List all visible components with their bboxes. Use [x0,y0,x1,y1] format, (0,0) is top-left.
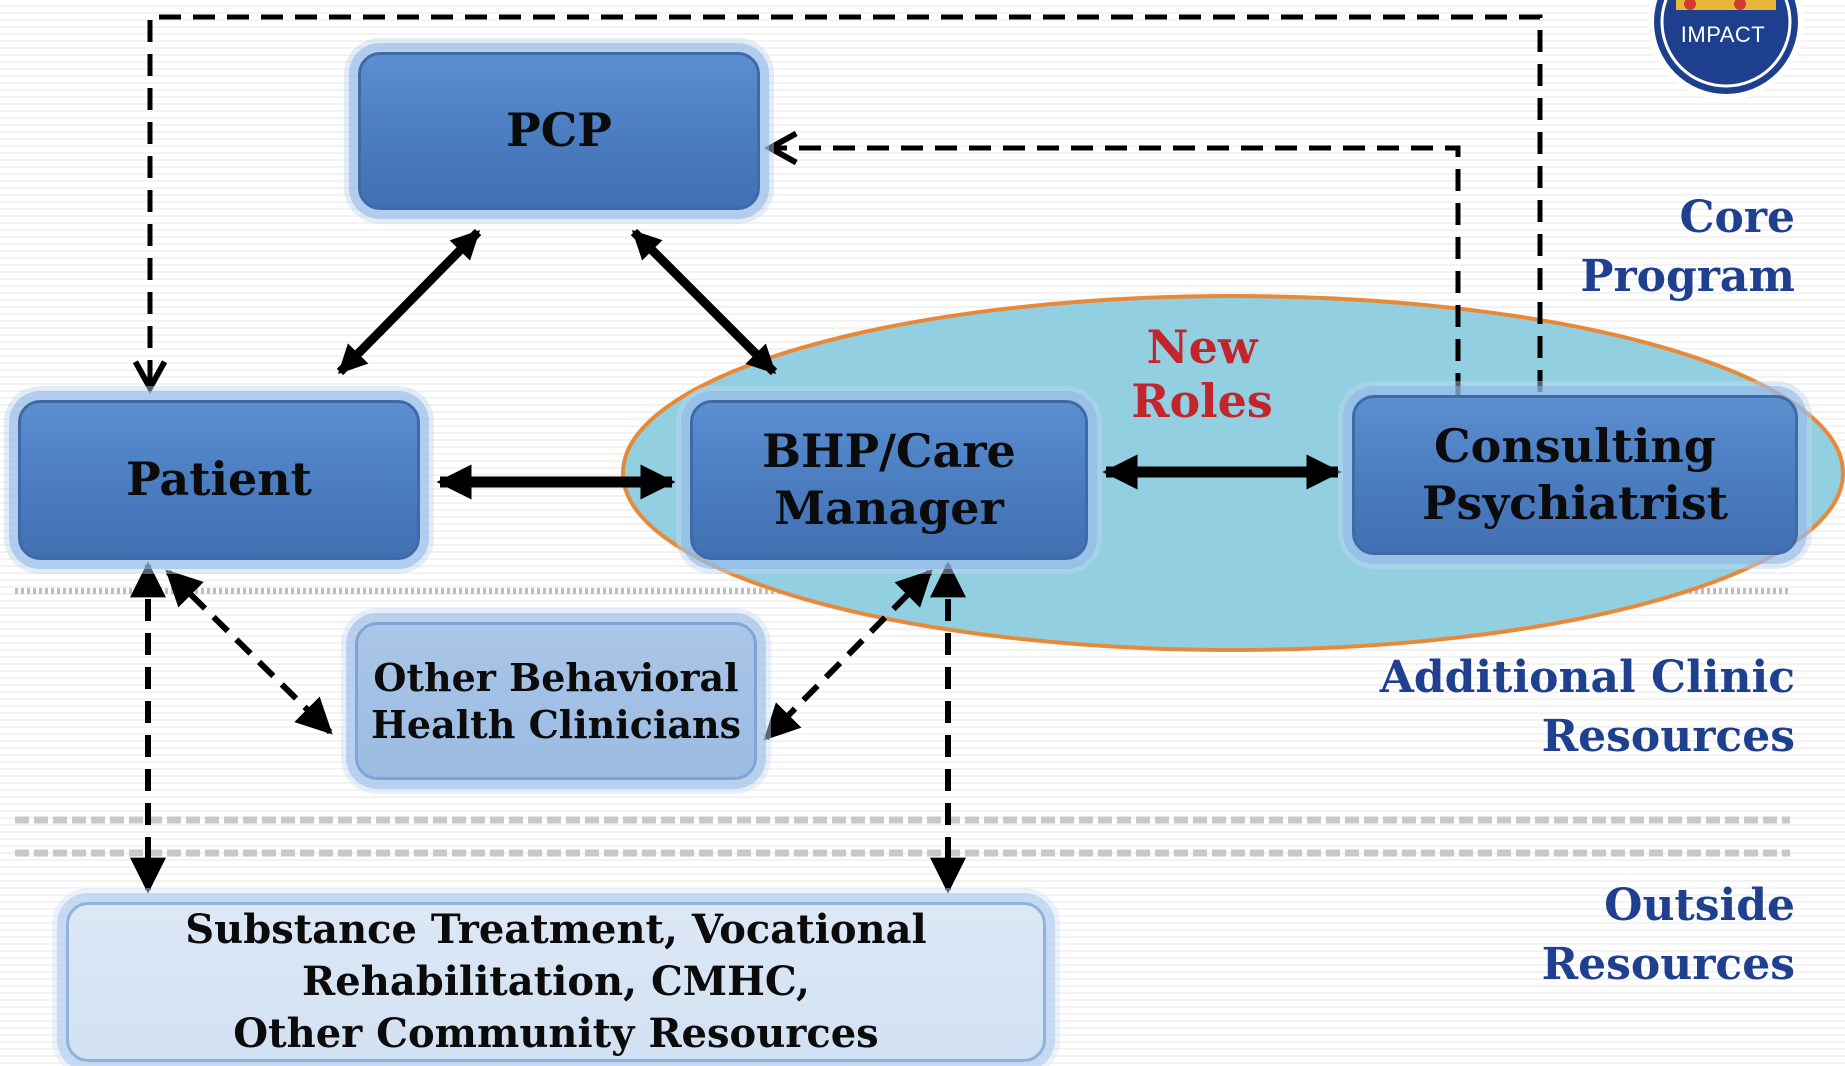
new-roles-label: New Roles [1131,320,1273,428]
dashed-arrow-patient-otherbh [165,569,333,735]
outside-resources-box: Substance Treatment, Vocational Rehabili… [66,902,1046,1062]
level-label-outside-resources: Outside Resources [1541,880,1795,991]
outside-resources-box-label: Substance Treatment, Vocational Rehabili… [185,906,927,1057]
consulting-psychiatrist-label: Consulting Psychiatrist [1421,418,1729,531]
consulting-psychiatrist-box: Consulting Psychiatrist [1352,395,1798,555]
dashed-loop-psychiatrist-to-patient [150,14,1543,392]
other-behavioral-health-box: Other Behavioral Health Clinicians [355,622,757,780]
other-behavioral-health-label: Other Behavioral Health Clinicians [371,654,741,748]
patient-box: Patient [18,400,420,560]
arrow-pcp-bhp [630,228,778,376]
logo-figures-icon [1676,0,1776,10]
dashed-arrow-bhp-otherbh [763,569,933,741]
patient-label: Patient [126,452,312,507]
dashed-arrow-psychiatrist-to-pcp [770,148,1461,395]
bhp-care-manager-box: BHP/Care Manager [690,400,1088,560]
impact-logo-badge [1648,0,1804,100]
pcp-box: PCP [358,52,760,210]
bhp-care-manager-label: BHP/Care Manager [762,423,1016,536]
pcp-label: PCP [506,103,612,158]
level-label-additional-clinic: Additional Clinic Resources [1379,652,1795,763]
level-label-core-program: Core Program [1580,192,1795,303]
impact-logo-text: IMPACT [1680,22,1766,47]
arrow-pcp-patient [336,228,482,376]
